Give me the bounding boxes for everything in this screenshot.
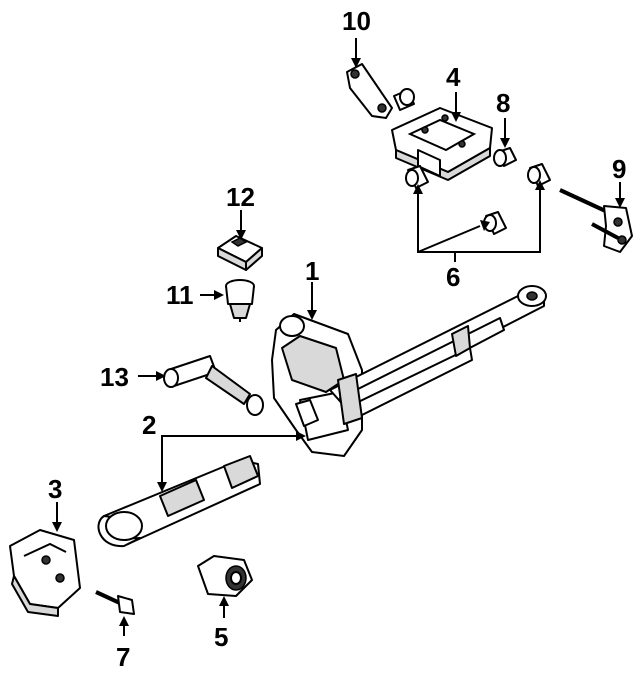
part-10-shackle[interactable] [346, 63, 415, 119]
part-1-axle-bracket[interactable] [271, 313, 363, 457]
part-13-shock-absorber[interactable] [163, 355, 264, 416]
callout-11: 11 [166, 280, 194, 310]
callout-10: 10 [342, 6, 371, 36]
leaf-spring[interactable] [329, 285, 547, 425]
part-2-leaf-pack[interactable] [97, 455, 261, 548]
callout-13: 13 [100, 362, 129, 392]
callout-2: 2 [142, 410, 156, 440]
callout-1: 1 [305, 256, 319, 286]
callout-5: 5 [214, 622, 228, 652]
part-4-hanger-bracket[interactable] [391, 107, 493, 181]
callout-12: 12 [226, 182, 255, 212]
part-5-bushing-mount[interactable] [197, 555, 253, 597]
part-12-spring-pad[interactable] [217, 235, 263, 271]
callout-4: 4 [446, 62, 461, 92]
part-8-bushing[interactable] [493, 147, 517, 167]
part-3-spring-bracket[interactable] [9, 529, 81, 617]
part-7-bolt[interactable] [95, 590, 135, 615]
part-11-bump-stop[interactable] [225, 279, 255, 322]
callout-8: 8 [496, 88, 510, 118]
callout-9: 9 [612, 154, 626, 184]
callout-6: 6 [446, 262, 460, 292]
part-9-bolt[interactable] [559, 188, 633, 253]
callout-3: 3 [48, 474, 62, 504]
callout-7: 7 [116, 642, 130, 672]
part-6-bushings[interactable] [405, 163, 551, 235]
